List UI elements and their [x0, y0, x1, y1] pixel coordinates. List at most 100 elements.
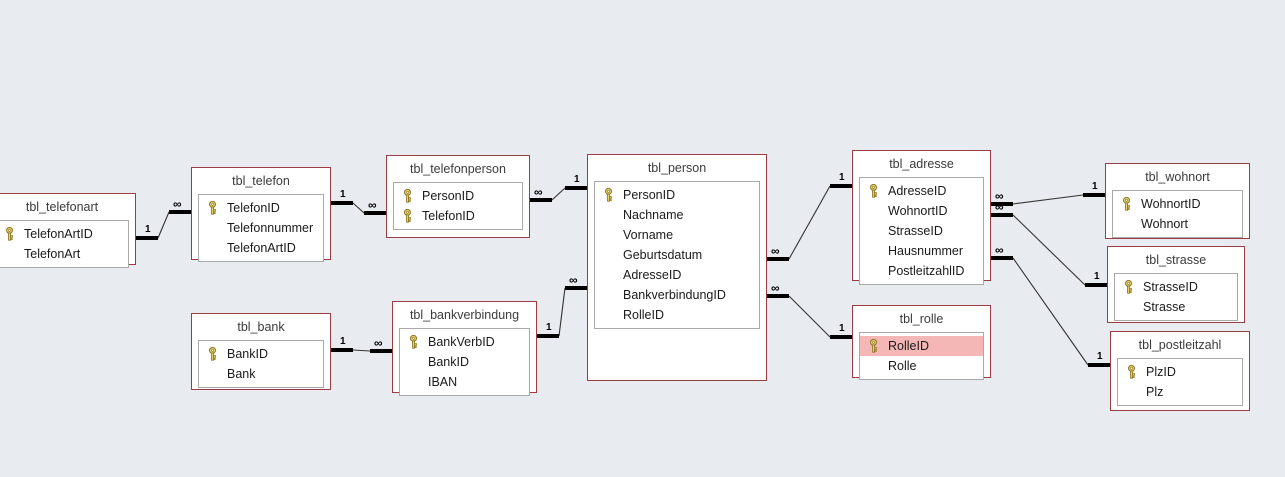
relationship-endpoint-left[interactable]: [331, 201, 353, 205]
field-row[interactable]: Telefonnummer: [199, 218, 323, 238]
relationship-line[interactable]: [352, 202, 365, 214]
relationship-endpoint-right[interactable]: [830, 184, 852, 188]
field-row[interactable]: TelefonArtID: [0, 224, 128, 244]
field-row[interactable]: PersonID: [394, 186, 522, 206]
field-label: Hausnummer: [888, 243, 964, 258]
relationship-line[interactable]: [551, 187, 566, 201]
relationship-line[interactable]: [558, 287, 566, 337]
field-row[interactable]: BankID: [400, 352, 529, 372]
relationship-line[interactable]: [1012, 257, 1089, 366]
field-row[interactable]: WohnortID: [1113, 194, 1242, 214]
relationship-endpoint-left[interactable]: [136, 236, 158, 240]
field-row[interactable]: Nachname: [595, 205, 759, 225]
field-label: BankID: [428, 354, 469, 369]
relationship-endpoint-left[interactable]: [991, 202, 1013, 206]
relationship-endpoint-right[interactable]: [1085, 283, 1107, 287]
table-title[interactable]: tbl_bankverbindung: [393, 302, 536, 328]
field-row[interactable]: Rolle: [860, 356, 983, 376]
relationship-endpoint-right[interactable]: [370, 349, 392, 353]
field-list: PlzID Plz: [1117, 357, 1243, 406]
relationship-endpoint-right[interactable]: [1088, 363, 1110, 367]
cardinality-label-left: ∞: [995, 200, 1004, 214]
table-title[interactable]: tbl_strasse: [1108, 247, 1244, 273]
field-row[interactable]: PostleitzahlID: [860, 261, 983, 281]
primary-key-icon: [404, 208, 411, 223]
field-row[interactable]: PlzID: [1118, 362, 1242, 382]
relationship-endpoint-left[interactable]: [331, 348, 353, 352]
relationship-endpoint-left[interactable]: [530, 198, 552, 202]
relationship-line[interactable]: [1012, 194, 1084, 205]
field-row[interactable]: AdresseID: [860, 181, 983, 201]
field-row[interactable]: TelefonID: [199, 198, 323, 218]
field-label: Telefonnummer: [227, 220, 314, 235]
field-label: Geburtsdatum: [623, 247, 703, 262]
table-title[interactable]: tbl_bank: [192, 314, 330, 340]
relationship-endpoint-left[interactable]: [537, 334, 559, 338]
field-row[interactable]: Geburtsdatum: [595, 245, 759, 265]
table-title[interactable]: tbl_telefonart: [0, 194, 135, 220]
table-title[interactable]: tbl_person: [588, 155, 766, 181]
field-row[interactable]: TelefonID: [394, 206, 522, 226]
field-label: PlzID: [1146, 364, 1176, 379]
field-row[interactable]: Strasse: [1115, 297, 1237, 317]
field-row[interactable]: Hausnummer: [860, 241, 983, 261]
field-row[interactable]: StrasseID: [1115, 277, 1237, 297]
field-label: IBAN: [428, 374, 458, 389]
relationship-endpoint-left[interactable]: [767, 294, 789, 298]
relationship-line[interactable]: [788, 185, 831, 260]
relationship-endpoint-left[interactable]: [991, 256, 1013, 260]
field-row[interactable]: AdresseID: [595, 265, 759, 285]
primary-key-icon: [870, 183, 877, 198]
field-row[interactable]: TelefonArt: [0, 244, 128, 264]
field-row-selected[interactable]: RolleID: [860, 335, 983, 356]
relationship-line[interactable]: [1012, 214, 1086, 286]
field-label: AdresseID: [888, 183, 947, 198]
field-row[interactable]: TelefonArtID: [199, 238, 323, 258]
field-row[interactable]: Bank: [199, 364, 323, 384]
table-title[interactable]: tbl_telefon: [192, 168, 330, 194]
relationship-line[interactable]: [788, 295, 831, 338]
field-label: TelefonID: [422, 208, 475, 223]
field-row[interactable]: RolleID: [595, 305, 759, 325]
field-label: TelefonArtID: [227, 240, 296, 255]
field-row[interactable]: WohnortID: [860, 201, 983, 221]
table-title[interactable]: tbl_telefonperson: [387, 156, 529, 182]
field-label: Bank: [227, 366, 256, 381]
relationship-line[interactable]: [157, 211, 170, 239]
field-row[interactable]: IBAN: [400, 372, 529, 392]
field-row[interactable]: Plz: [1118, 382, 1242, 402]
relationship-endpoint-right[interactable]: [169, 210, 191, 214]
field-row[interactable]: Wohnort: [1113, 214, 1242, 234]
table-title[interactable]: tbl_rolle: [853, 306, 990, 332]
field-row[interactable]: PersonID: [595, 185, 759, 205]
relationship-endpoint-left[interactable]: [991, 213, 1013, 217]
field-row[interactable]: Vorname: [595, 225, 759, 245]
relationship-line[interactable]: [352, 349, 371, 352]
table-title[interactable]: tbl_wohnort: [1106, 164, 1249, 190]
relationship-endpoint-right[interactable]: [1083, 193, 1105, 197]
relationship-endpoint-right[interactable]: [830, 335, 852, 339]
field-row[interactable]: StrasseID: [860, 221, 983, 241]
field-row[interactable]: BankID: [199, 344, 323, 364]
table-title[interactable]: tbl_adresse: [853, 151, 990, 177]
relationship-endpoint-left[interactable]: [767, 257, 789, 261]
field-row[interactable]: BankverbindungID: [595, 285, 759, 305]
field-row[interactable]: BankVerbID: [400, 332, 529, 352]
relationship-endpoint-right[interactable]: [565, 286, 587, 290]
relationship-endpoint-right[interactable]: [364, 211, 386, 215]
relationship-endpoint-right[interactable]: [565, 186, 587, 190]
table-title[interactable]: tbl_postleitzahl: [1111, 332, 1249, 358]
